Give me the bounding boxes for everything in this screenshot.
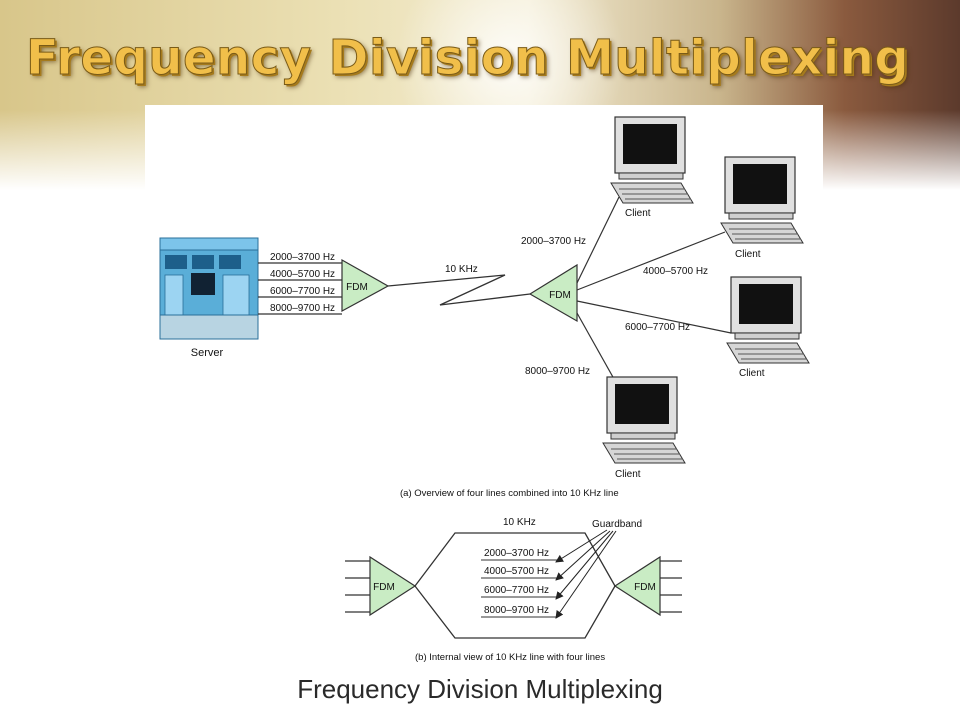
client-band-1: 2000–3700 Hz <box>521 236 586 247</box>
server-band-3: 6000–7700 Hz <box>270 286 335 297</box>
fdm-left-label: FDM <box>373 582 395 593</box>
internal-band-2: 4000–5700 Hz <box>484 566 549 577</box>
fdm-figure: Server 2000–3700 Hz 4000–5700 Hz 6000–77… <box>145 105 823 665</box>
diagram-b-line-label: 10 KHz <box>503 517 536 528</box>
server-band-4: 8000–9700 Hz <box>270 303 335 314</box>
slide-caption: Frequency Division Multiplexing <box>297 674 663 704</box>
fdm-demux-shape <box>528 263 578 323</box>
internal-band-4: 8000–9700 Hz <box>484 605 549 616</box>
slide-title: Frequency Division Multiplexing <box>25 30 910 87</box>
client-computer-icon <box>726 276 810 364</box>
server-band-2: 4000–5700 Hz <box>270 269 335 280</box>
client-label-4: Client <box>615 469 641 480</box>
client-computer-icon <box>720 156 804 244</box>
client-computer-icon <box>610 116 694 204</box>
client-computer-icon <box>602 376 686 464</box>
fdm-right-shape <box>613 555 661 617</box>
guardband-arrows <box>555 529 617 619</box>
server-label: Server <box>191 347 224 359</box>
client-band-4: 8000–9700 Hz <box>525 366 590 377</box>
fdm-left-shape <box>369 555 417 617</box>
fdm-mux-shape <box>341 258 390 313</box>
client-label-1: Client <box>625 208 651 219</box>
client-band-2: 4000–5700 Hz <box>643 266 708 277</box>
ten-khz-label: 10 KHz <box>445 264 478 275</box>
server-band-1: 2000–3700 Hz <box>270 252 335 263</box>
fdm-mux-label: FDM <box>346 282 368 293</box>
ten-khz-link <box>387 274 531 306</box>
diagram-b-caption: (b) Internal view of 10 KHz line with fo… <box>415 652 605 663</box>
diagram-a-caption: (a) Overview of four lines combined into… <box>400 488 619 499</box>
fdm-diagram: Server 2000–3700 Hz 4000–5700 Hz 6000–77… <box>159 116 810 663</box>
internal-band-1: 2000–3700 Hz <box>484 548 549 559</box>
client-label-3: Client <box>739 368 765 379</box>
client-label-2: Client <box>735 249 761 260</box>
server-icon <box>159 237 259 340</box>
fdm-right-label: FDM <box>634 582 656 593</box>
internal-band-3: 6000–7700 Hz <box>484 585 549 596</box>
fdm-demux-label: FDM <box>549 290 571 301</box>
guardband-label: Guardband <box>592 519 642 530</box>
client-band-3: 6000–7700 Hz <box>625 322 690 333</box>
